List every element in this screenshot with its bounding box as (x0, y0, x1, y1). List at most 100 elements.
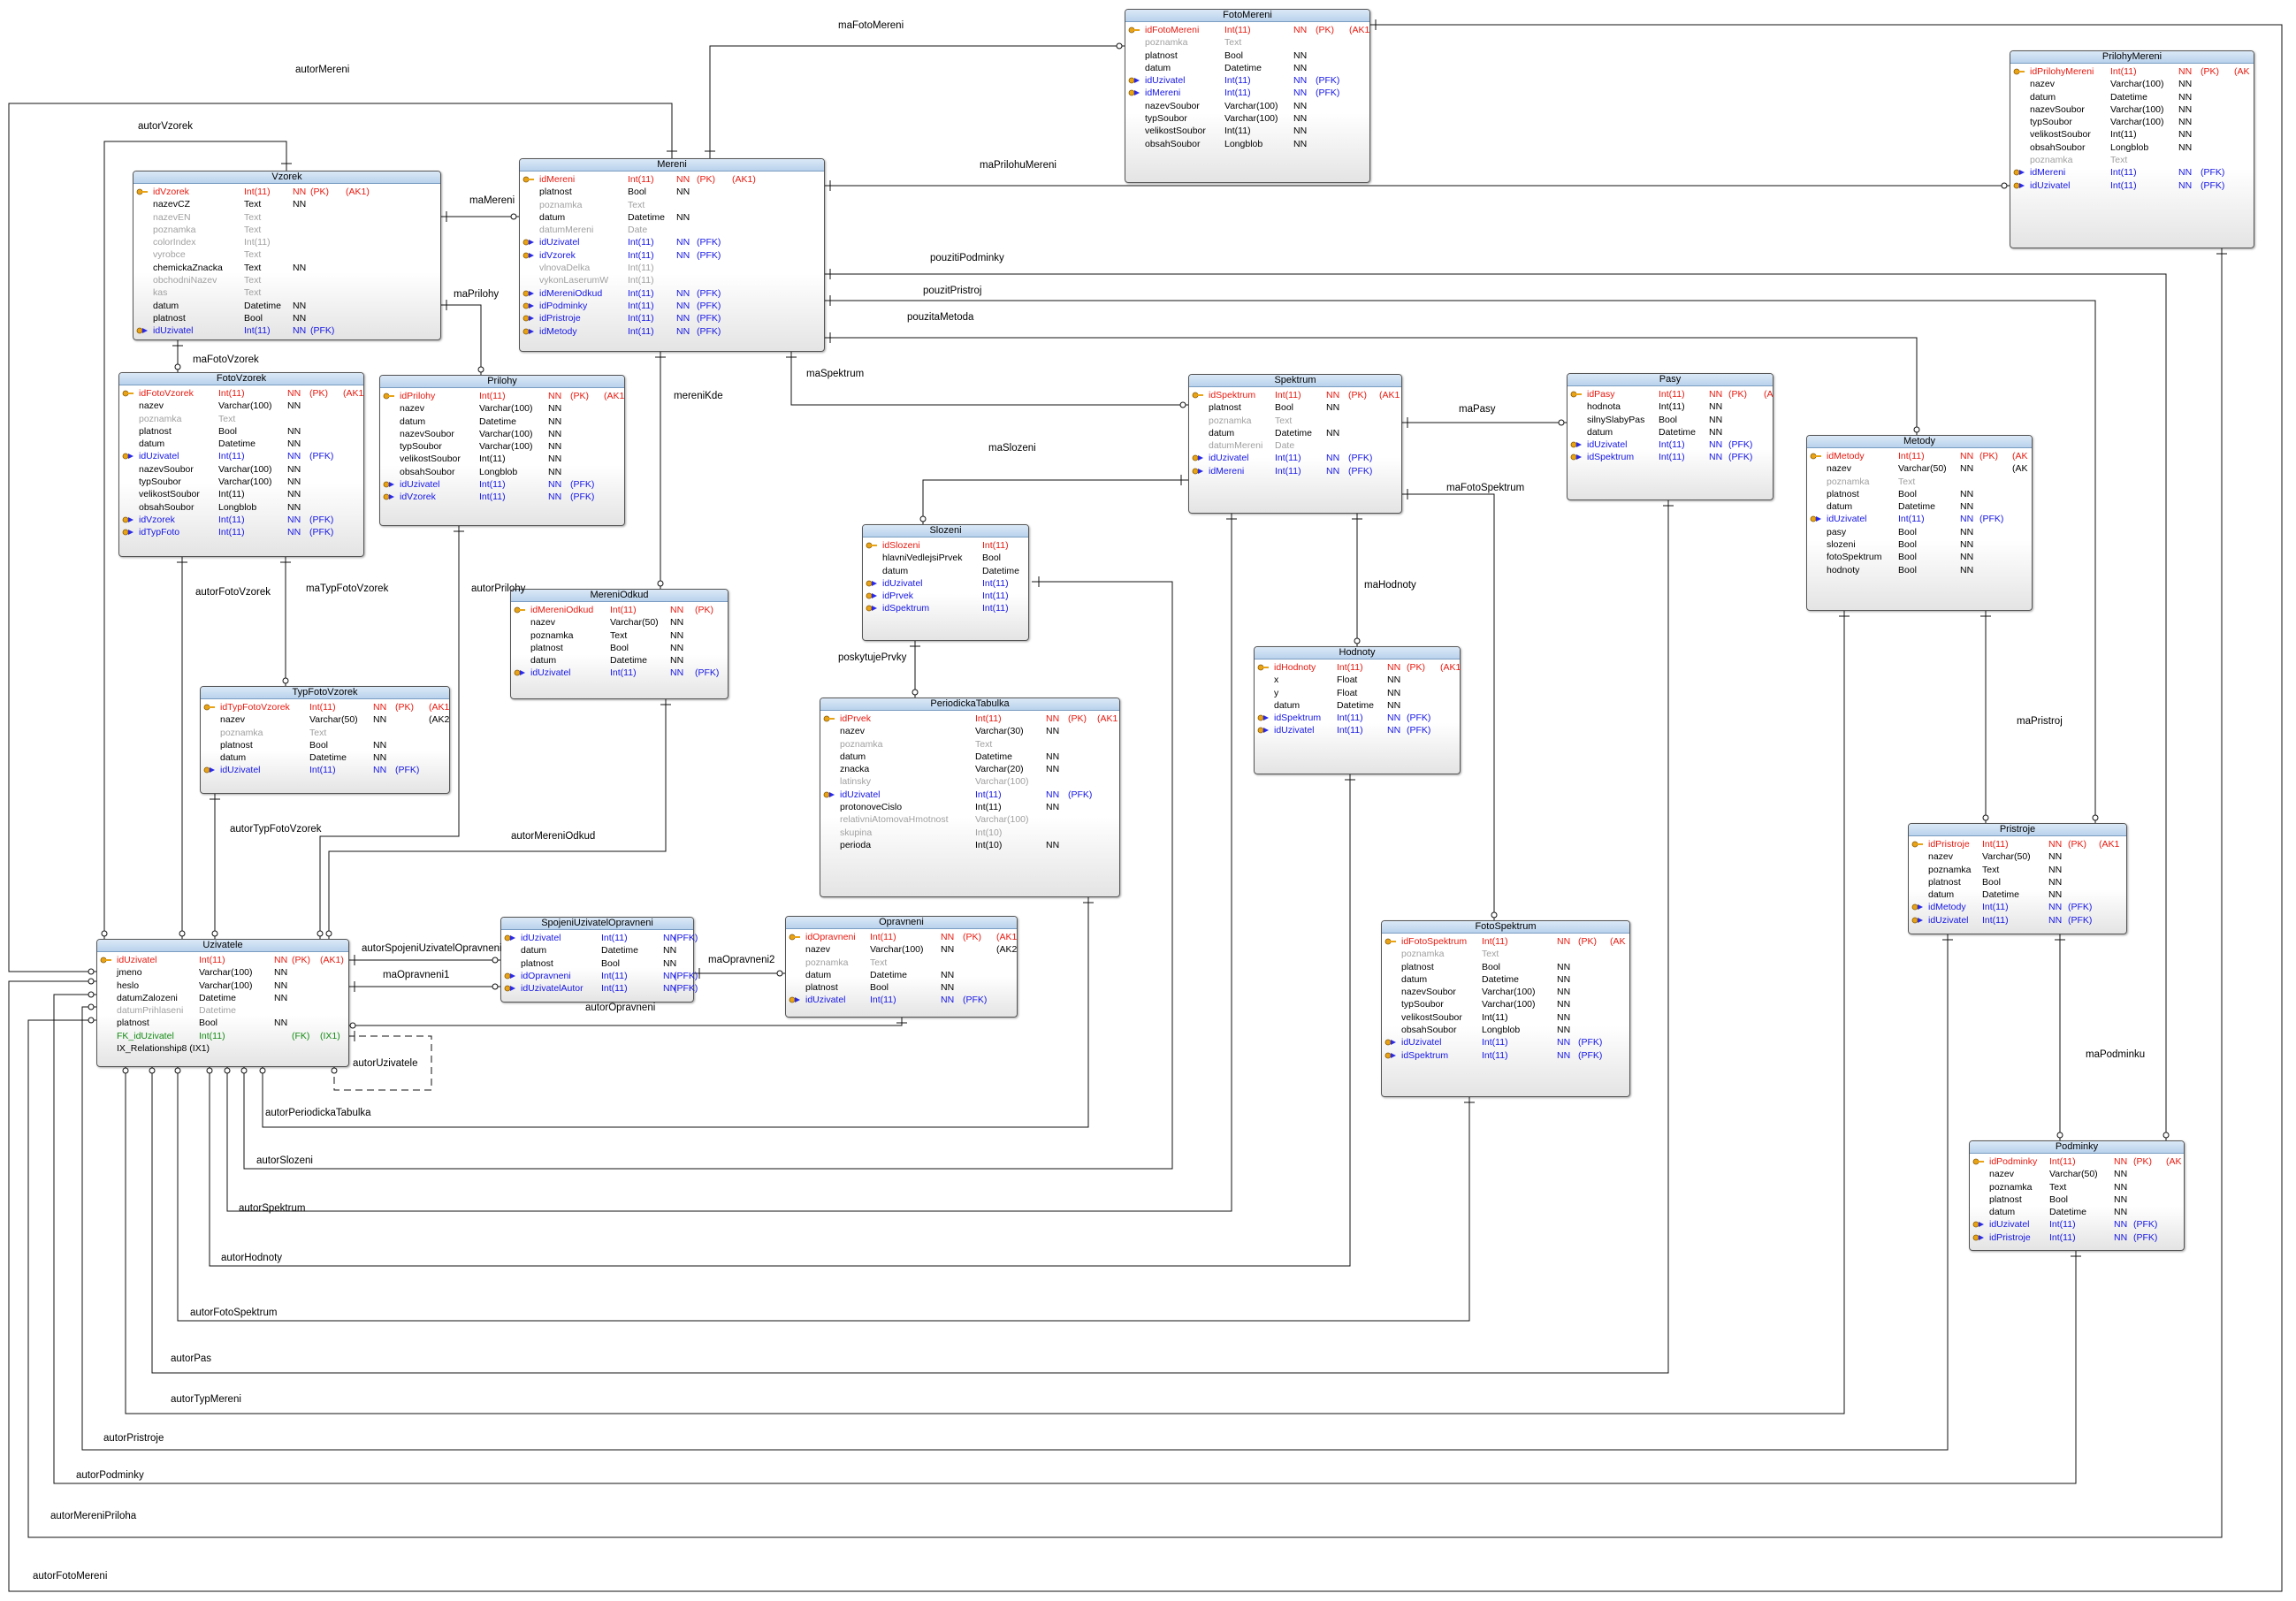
relationship-line[interactable] (209, 773, 1351, 1267)
relationship-line[interactable] (262, 896, 1089, 1128)
relationship-line[interactable] (27, 247, 2223, 1538)
relationship-line[interactable] (53, 994, 2077, 1484)
relationship-line[interactable] (81, 933, 1949, 1451)
relationship-line[interactable] (439, 304, 482, 375)
relationship-line[interactable] (328, 698, 667, 939)
relationship-line[interactable] (226, 512, 1232, 1212)
column-row[interactable]: IX_Relationship8 (IX1) (97, 1042, 348, 1055)
relationship-line[interactable] (922, 479, 1188, 524)
